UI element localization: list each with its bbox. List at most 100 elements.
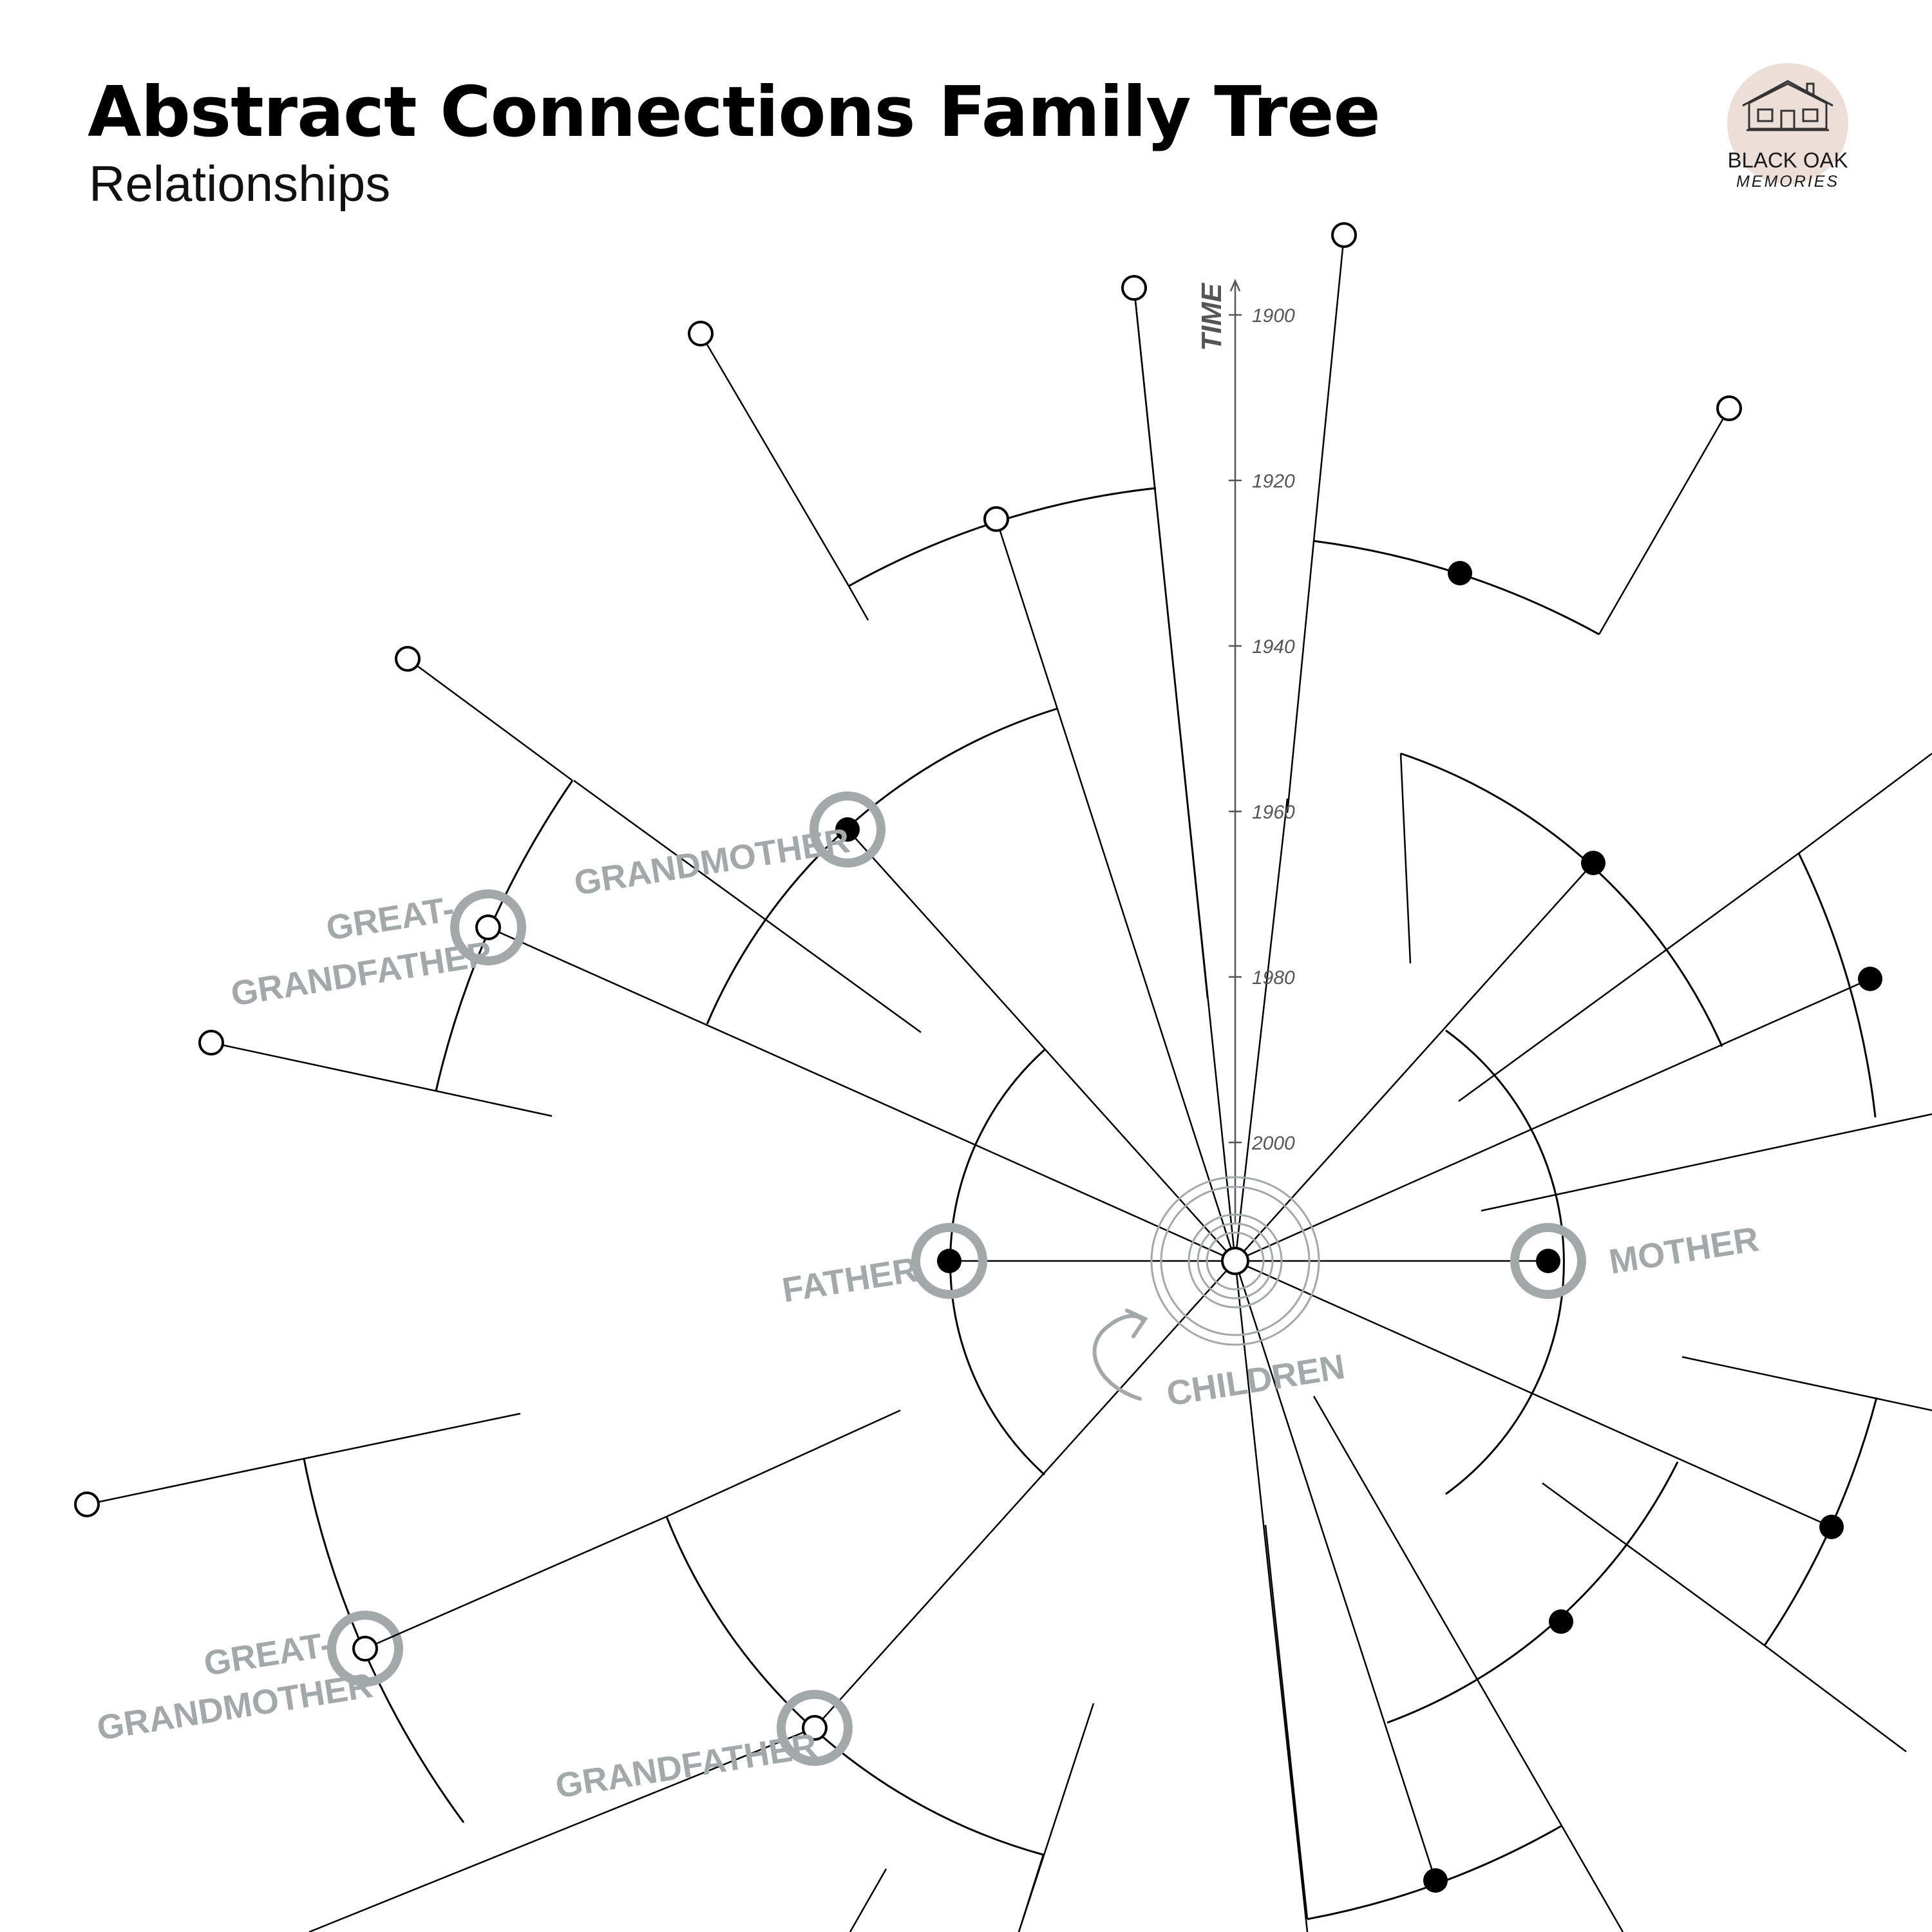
person-node [1858,967,1882,991]
grandfather-line [814,1260,1236,1728]
arc-gen-2-upper-right [1400,752,1723,1047]
grandfather-label: GRANDFATHER [553,1726,819,1805]
time-axis: TIME 1900 1920 1940 1960 1980 2000 [1196,278,1295,1224]
tick-label: 1940 [1252,636,1295,658]
person-node [198,1030,224,1056]
branch-line [1798,752,1932,855]
branch-line [1458,852,1799,1103]
branch-line [1542,1482,1765,1647]
page-title: Abstract Connections Family Tree [88,72,1381,153]
ancestor-line [1234,798,1289,1262]
hollow-nodes [74,222,1742,1741]
grandmother-label: GRANDMOTHER [571,821,852,903]
mother-label: MOTHER [1606,1220,1761,1282]
branch-line [666,1409,901,1518]
person-node [74,1492,100,1517]
arc-gen-1-left [949,1048,1046,1476]
branch-line [1312,1396,1563,1826]
grandmother-line [847,829,1236,1262]
father-node [937,1249,961,1273]
branch-line [1286,540,1315,813]
branch-line [1264,1524,1309,1920]
mother-ring [1510,1223,1586,1299]
arc-gen-1-right [1445,1029,1565,1495]
person-node [395,646,421,672]
radial-lines [488,287,1871,1932]
tick-label: 1920 [1252,471,1295,492]
father-ring [911,1223,987,1299]
great-grandmother-node [352,1636,378,1662]
person-node [1448,561,1472,585]
branch-line [1018,1703,1095,1932]
person-node [1549,1609,1573,1634]
person-node [1331,222,1357,248]
person-node [1423,1868,1448,1893]
outer-branches [211,234,1730,1092]
ancestor-line [1234,1260,1309,1932]
ancestor-line [1235,1260,1832,1528]
father-label: FATHER [779,1250,920,1309]
branch-line [1399,753,1412,964]
great-grandfather-label-line2: GRANDFATHER [228,934,495,1013]
person-node [983,506,1009,532]
branch-line [1560,1825,1624,1932]
tick-label: 2000 [1251,1133,1295,1154]
arc-gen-2-lower-right [1387,1461,1679,1724]
branch-line [86,1457,305,1506]
ancestor-line [995,518,1236,1262]
grandfather-ring [777,1690,853,1766]
person-node [1716,395,1742,421]
branch-line [1133,287,1209,999]
branch-line [848,585,869,621]
branch-line [435,1090,553,1117]
highlight-rings [327,791,1586,1766]
ancestor-line [1234,1260,1437,1881]
grandmother-ring [810,791,886,867]
house-icon [1742,80,1833,131]
person-node [688,321,714,346]
great-grandfather-label-line1: GREAT- [323,889,457,948]
branch-line [303,1412,521,1460]
person-node [1819,1515,1844,1539]
logo-text-brand: BLACK OAK [1727,148,1848,172]
branch-line [308,1727,815,1932]
branch-line [849,1868,887,1932]
tick-label: 1900 [1252,305,1295,327]
outer-line [407,658,573,782]
arc-gen-2-lower-left [665,1516,1044,1856]
tick-label: 1980 [1252,967,1295,989]
great-grandfather-line [488,926,1236,1262]
grandmother-node [835,817,860,842]
outer-line [699,333,850,587]
filled-nodes [835,561,1882,1893]
arc-gen-3-top-right [1313,540,1600,636]
branch-line [1681,1356,1932,1412]
brand-logo: BLACK OAK MEMORIES [1710,58,1865,200]
outer-line [1312,234,1345,542]
page-subtitle: Relationships [89,155,391,212]
time-axis-arrow-icon [1229,278,1241,292]
children-arrow-icon [1092,1309,1148,1401]
great-grandfather-ring [450,889,526,965]
ancestor-line [1235,978,1871,1262]
outer-line [211,1041,437,1092]
self-node [1150,1176,1320,1346]
branch-line [1481,1113,1932,1212]
branch-line [376,1515,667,1645]
branch-line [1764,1645,1907,1752]
arc-gen-3-right [1797,853,1877,1118]
outer-line [1598,408,1730,635]
ancestor-line [1235,862,1594,1262]
person-node [1121,275,1147,301]
logo-text-tagline: MEMORIES [1736,173,1840,191]
mother-node [1536,1249,1560,1273]
grandfather-node [802,1715,828,1741]
great-grandfather-node [475,914,501,940]
person-node [1581,851,1605,875]
tick-label: 1960 [1252,802,1295,823]
great-grandmother-ring [327,1611,403,1687]
children-label: CHILDREN [1164,1347,1347,1414]
branch-line [573,779,922,1034]
time-axis-title: TIME [1196,282,1227,351]
